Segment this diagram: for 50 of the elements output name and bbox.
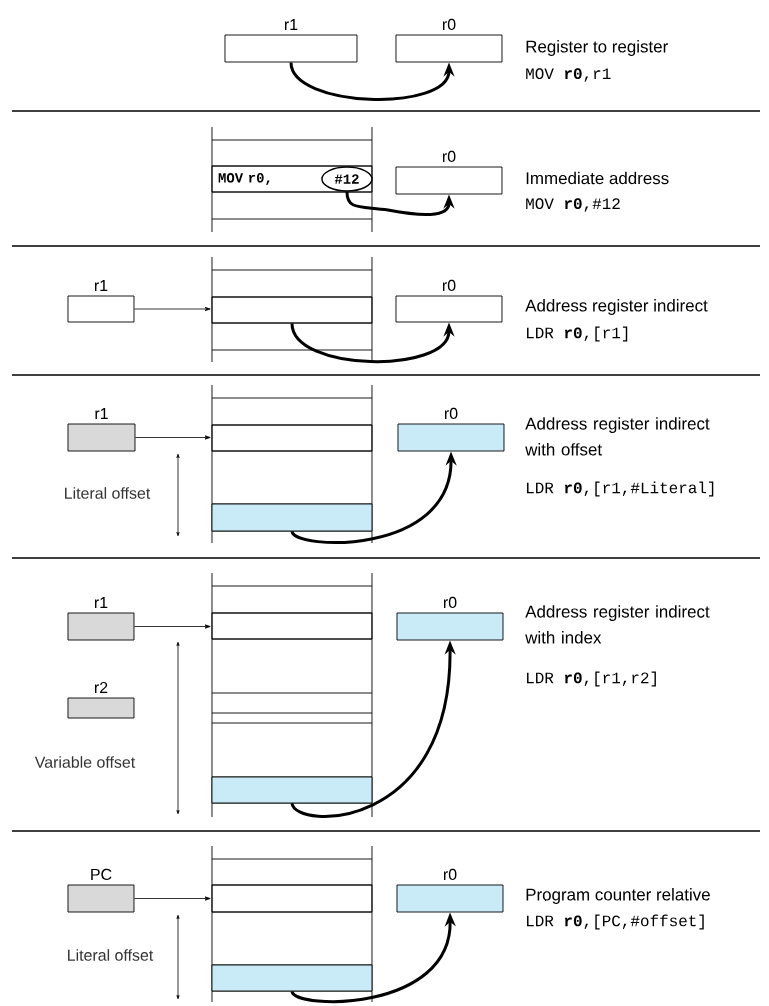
memory-cell [211, 503, 373, 532]
node-label: r2 [94, 681, 108, 694]
memory-cell [211, 296, 373, 324]
arrow [134, 306, 211, 312]
node-label: r1 [94, 597, 108, 609]
register-box: r1 [224, 19, 358, 63]
memory-cell [211, 424, 373, 452]
register-box: r0 [396, 868, 504, 913]
node-label: r0 [442, 18, 456, 31]
memory-cell [211, 612, 373, 640]
node-label: r0 [444, 407, 458, 420]
instruction-text: LDR r0,[r1,#Literal] [527, 481, 714, 497]
instruction-text: LDR r0,[r1,r2] [527, 671, 656, 687]
node-label: r1 [94, 280, 108, 292]
register-box: r0 [396, 596, 504, 641]
mode-title: Address register indirect with index [525, 605, 710, 644]
instruction-text: MOV r0,r1 [526, 68, 611, 82]
offset-label: Variable offset [34, 756, 136, 768]
node-label: r0 [443, 868, 457, 881]
node-label: r0 [442, 279, 456, 292]
mode-title: Address register indirect with offset [525, 417, 710, 456]
register-box: r1 [67, 597, 135, 641]
instruction-text: MOV r0,#12 [526, 198, 620, 212]
node-label: r0 [442, 150, 456, 163]
node-label: PC [91, 868, 112, 881]
register-box: PC [67, 868, 135, 913]
memory-cell [211, 964, 373, 992]
arrow [134, 896, 211, 901]
arrow [134, 624, 211, 629]
memory-cell [211, 776, 373, 804]
instruction-text: LDR r0,[r1] [527, 326, 628, 342]
mode-title: Register to register [526, 40, 668, 56]
node-label: r0 [443, 596, 457, 609]
node-label: r1 [284, 19, 298, 31]
mode-title: Immediate address [526, 171, 669, 185]
mode-title: Program counter relative [526, 888, 710, 904]
mode-title: Address register indirect [525, 299, 708, 315]
memory-cell [211, 884, 373, 913]
register-box: r1 [67, 280, 135, 323]
register-box: r0 [395, 150, 503, 195]
register-box: r1 [67, 408, 136, 452]
register-box: r2 [67, 681, 135, 719]
arrow [135, 435, 211, 440]
register-box: r0 [395, 18, 503, 63]
instruction-text: LDR r0,[PC,#offset] [527, 914, 704, 930]
offset-label: Literal offset [68, 949, 154, 961]
register-box: r0 [395, 279, 503, 323]
register-box: r0 [397, 407, 505, 452]
node-label: r1 [95, 408, 108, 420]
offset-label: Literal offset [65, 487, 151, 499]
